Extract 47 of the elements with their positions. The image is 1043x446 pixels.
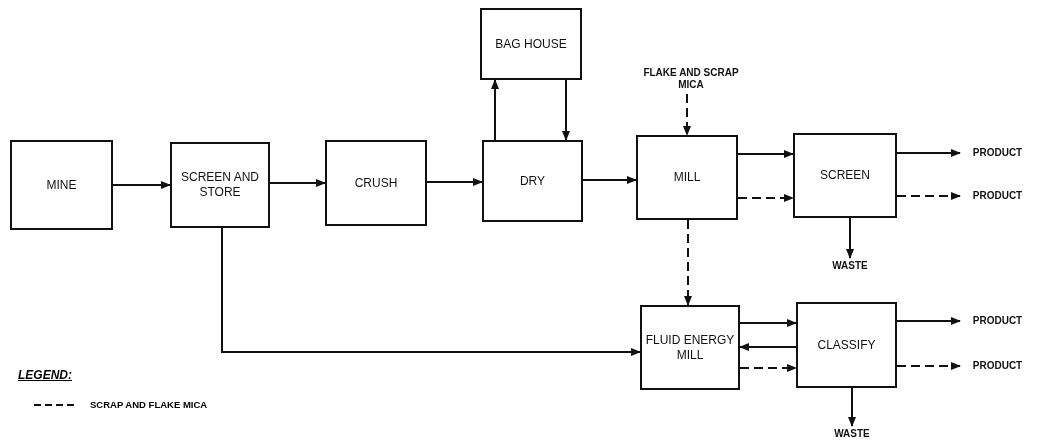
process-box <box>793 133 897 218</box>
flow-arrow <box>491 79 499 141</box>
stream-label: WASTE <box>818 258 882 274</box>
process-name: BAG HOUSE <box>495 36 567 52</box>
process-box <box>636 135 738 220</box>
process-box <box>325 140 427 226</box>
flow-arrow <box>846 217 854 259</box>
process-name: MINE <box>46 177 77 193</box>
stream-label: PRODUCT <box>960 357 1035 375</box>
flow-arrow <box>848 387 856 427</box>
process-box <box>480 8 582 80</box>
flow-arrow <box>426 178 483 186</box>
flow-arrow <box>737 194 794 202</box>
legend-text: SCRAP AND FLAKE MICA <box>90 399 208 410</box>
flow-arrow <box>269 179 326 187</box>
flow-arrow <box>582 176 637 184</box>
process-name: DRY <box>519 173 546 189</box>
flow-arrow <box>896 192 961 200</box>
flow-arrow <box>112 181 171 189</box>
process-name: SCREEN <box>820 168 870 183</box>
process-name: FLUID ENERGY MILL <box>644 332 736 363</box>
process-box <box>482 140 583 222</box>
stream-label: WASTE <box>820 426 884 442</box>
flow-arrow <box>683 93 691 136</box>
process-name: MILL <box>673 170 701 185</box>
stream-label: PRODUCT <box>960 187 1035 205</box>
process-box <box>10 140 113 230</box>
flow-arrow <box>896 149 961 157</box>
flow-arrow <box>739 364 797 372</box>
flow-arrow <box>221 227 641 356</box>
stream-label: PRODUCT <box>960 144 1035 162</box>
flow-arrow <box>684 219 692 306</box>
flow-arrow <box>739 319 797 327</box>
flow-arrow <box>896 317 961 325</box>
legend-heading: LEGEND: <box>18 368 72 382</box>
stream-label: PRODUCT <box>960 312 1035 330</box>
flow-arrow <box>739 343 797 351</box>
flow-arrow <box>562 79 570 141</box>
process-name: SCREEN AND STORE <box>180 170 260 200</box>
flow-arrow <box>896 362 961 370</box>
process-box <box>640 305 740 390</box>
stream-label: FLAKE AND SCRAP MICA <box>636 64 746 94</box>
process-name: CRUSH <box>354 175 398 191</box>
process-box <box>796 302 897 388</box>
process-name: CLASSIFY <box>817 337 876 353</box>
process-box <box>170 142 270 228</box>
flow-arrow <box>737 150 794 158</box>
